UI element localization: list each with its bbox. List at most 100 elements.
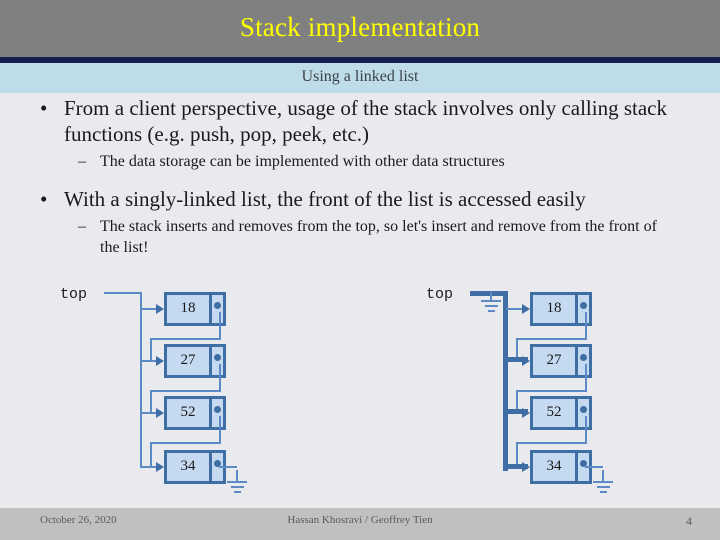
bullet-marker-icon: • (40, 187, 48, 211)
node-pointer-cell (575, 295, 589, 323)
bullet-text: From a client perspective, usage of the … (64, 96, 667, 146)
node-inbound-wire (503, 357, 528, 362)
arrowhead-icon (156, 462, 164, 472)
null-ground-icon (226, 470, 248, 495)
dash-marker-icon: – (78, 218, 86, 235)
footer-page-number: 4 (686, 514, 692, 528)
link-wire (516, 338, 518, 360)
bullet-marker-icon: • (40, 96, 48, 120)
node-value: 34 (180, 458, 196, 474)
link-wire (150, 338, 152, 360)
node-pointer-cell (575, 399, 589, 427)
pointer-dot-icon (579, 302, 587, 309)
top-pointer-label: top (426, 286, 454, 303)
node-inbound-wire (506, 308, 526, 310)
pointer-dot-icon (579, 406, 587, 413)
bullet-item-2: – The data storage can be implemented wi… (0, 151, 720, 172)
list-node: 52 (164, 396, 226, 430)
node-pointer-cell (209, 295, 223, 323)
bullet-text: The stack inserts and removes from the t… (100, 218, 657, 256)
pointer-dot-icon (213, 406, 221, 413)
top-pointer-wire (104, 292, 142, 294)
bullet-spacer (0, 172, 720, 186)
link-wire (150, 442, 152, 468)
link-wire (585, 416, 587, 444)
bullet-text: With a singly-linked list, the front of … (64, 187, 586, 211)
node-value: 27 (546, 352, 562, 368)
link-wire (516, 338, 587, 340)
pointer-dot-icon (213, 354, 221, 361)
list-node: 52 (530, 396, 592, 430)
list-node: 34 (530, 450, 592, 484)
arrowhead-icon (156, 356, 164, 366)
pointer-dot-icon (213, 302, 221, 309)
link-wire (219, 416, 221, 444)
dash-marker-icon: – (78, 153, 86, 170)
node-pointer-cell (209, 347, 223, 375)
top-pointer-wire (470, 291, 508, 296)
node-pointer-cell (209, 399, 223, 427)
link-wire (516, 442, 587, 444)
link-wire (219, 364, 221, 392)
title-divider (0, 57, 720, 63)
spine-wire (503, 291, 508, 471)
bullet-list: • From a client perspective, usage of th… (0, 95, 720, 258)
arrowhead-icon (522, 408, 530, 418)
link-wire (585, 312, 587, 340)
subtitle-band (0, 63, 720, 93)
arrowhead-icon (522, 462, 530, 472)
list-node: 18 (530, 292, 592, 326)
pointer-dot-icon (579, 460, 587, 467)
node-pointer-cell (575, 453, 589, 481)
footer-band (0, 508, 720, 540)
diagram-area: top 18 27 (0, 278, 720, 506)
list-node: 34 (164, 450, 226, 484)
node-pointer-cell (575, 347, 589, 375)
top-pointer-label: top (60, 286, 88, 303)
link-wire (516, 442, 518, 468)
link-wire (150, 390, 221, 392)
detached-null-ground-icon (480, 292, 502, 314)
arrowhead-icon (156, 304, 164, 314)
bullet-item-3: • With a singly-linked list, the front o… (0, 186, 720, 212)
node-pointer-cell (209, 453, 223, 481)
footer-authors: Hassan Khosravi / Geoffrey Tien (287, 514, 433, 526)
link-wire (219, 312, 221, 340)
arrowhead-icon (522, 356, 530, 366)
title-band (0, 0, 720, 57)
bullet-item-1: • From a client perspective, usage of th… (0, 95, 720, 147)
node-inbound-wire (140, 308, 160, 310)
list-node: 18 (164, 292, 226, 326)
link-wire (516, 390, 587, 392)
link-wire (516, 390, 518, 412)
node-inbound-wire (140, 412, 160, 414)
node-value: 27 (180, 352, 196, 368)
node-value: 18 (180, 300, 196, 316)
list-node: 27 (530, 344, 592, 378)
bullet-text: The data storage can be implemented with… (100, 153, 505, 170)
node-inbound-wire (503, 464, 528, 469)
bullet-item-4: – The stack inserts and removes from the… (0, 216, 720, 258)
link-wire (150, 442, 221, 444)
null-ground-icon (592, 470, 614, 495)
arrowhead-icon (522, 304, 530, 314)
link-wire (585, 364, 587, 392)
node-value: 52 (546, 404, 562, 420)
link-wire (150, 390, 152, 412)
linked-list-diagram-left: top 18 27 (52, 278, 352, 506)
pointer-dot-icon (579, 354, 587, 361)
node-value: 34 (546, 458, 562, 474)
node-inbound-wire (140, 466, 160, 468)
link-wire (150, 338, 221, 340)
footer-date: October 26, 2020 (40, 514, 117, 526)
node-value: 18 (546, 300, 562, 316)
page-subtitle: Using a linked list (301, 68, 419, 85)
tail-wire (219, 466, 237, 468)
page-title: Stack implementation (239, 12, 481, 42)
linked-list-diagram-right: top 18 27 (418, 278, 718, 506)
node-inbound-wire (140, 360, 160, 362)
arrowhead-icon (156, 408, 164, 418)
node-inbound-wire (503, 409, 528, 414)
spine-wire (140, 292, 142, 468)
